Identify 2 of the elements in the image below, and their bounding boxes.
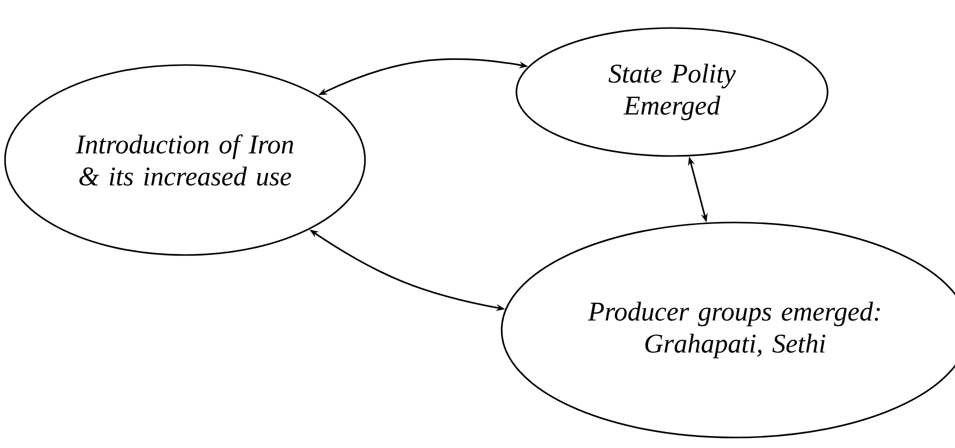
ellipse-node: State Polity Emerged bbox=[516, 27, 828, 157]
ellipse-node: Introduction of Iron & its increased use bbox=[4, 64, 366, 256]
